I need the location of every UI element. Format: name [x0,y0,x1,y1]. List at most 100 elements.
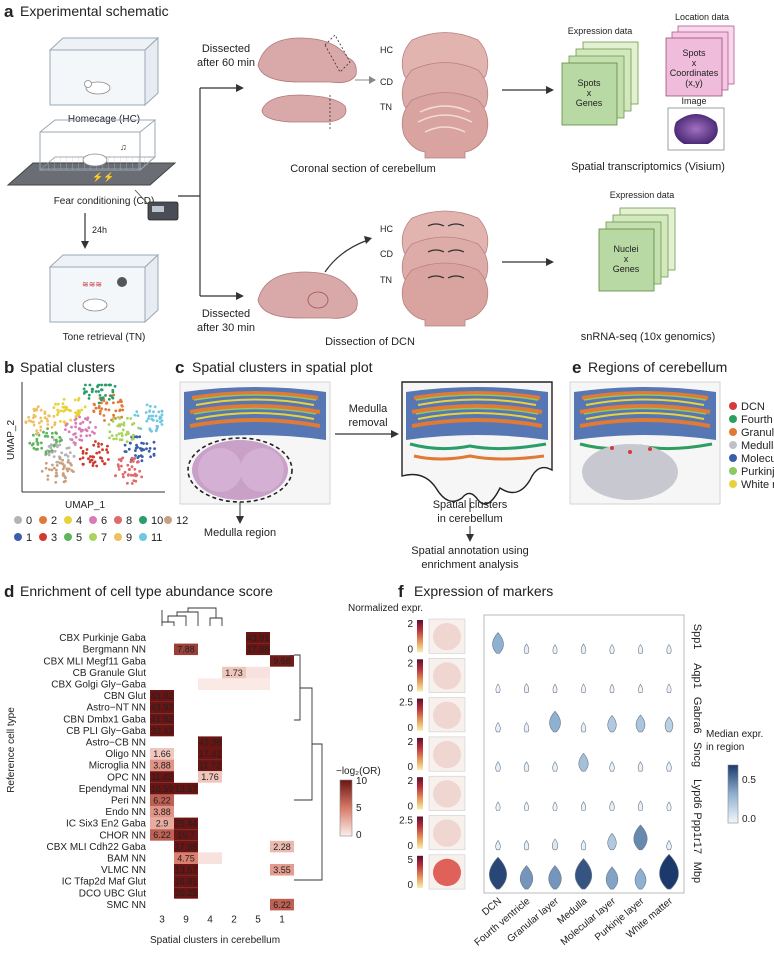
panel-b-title: Spatial clusters [20,359,115,375]
coronal-sections-bottom [401,210,489,327]
umap-point [136,414,140,417]
umap-point [59,461,62,465]
heatmap-cell [198,875,222,888]
umap-point [100,388,104,392]
umap-point [36,443,40,446]
umap-point [32,446,36,450]
umap-point [116,424,120,428]
heatmap-cell [174,724,198,737]
violin [633,824,648,851]
umap-point [35,429,39,433]
umap-point [126,463,130,467]
umap-point [46,427,49,430]
umap-point [52,466,56,470]
panel-d-letter: d [4,582,14,601]
umap-point [160,413,164,417]
violin [495,683,501,693]
tone-retrieval-illustration: ≋≋≋ [48,253,160,324]
heatmap-cell [222,771,246,783]
umap-point [100,398,103,402]
umap-point [74,425,77,429]
umap-point [64,428,67,431]
dissect60-line1: Dissected [202,43,250,55]
umap-point [106,451,110,454]
violin [609,761,615,772]
umap-point [127,468,131,471]
umap-point [145,447,148,451]
violin [609,643,615,654]
expr-tick-bottom: 0 [407,802,413,813]
heatmap-cell [198,806,222,818]
umap-point [97,442,100,445]
umap-point [138,469,142,473]
violin [552,683,558,693]
umap-point [110,434,114,437]
heatmap-cell [270,643,294,656]
heatmap-cell [222,736,246,748]
heatmap-cell [270,736,294,748]
violin [492,632,504,654]
umap-point [50,468,54,472]
umap-point [80,408,84,412]
legend-label: 11 [151,532,162,544]
heatmap-cell [174,690,198,702]
violin [605,866,619,890]
heatmap-cell [198,713,222,725]
umap-point [120,404,124,407]
violin [548,865,562,890]
heatmap-cell [174,666,198,679]
tone-label: Tone retrieval (TN) [63,332,146,343]
expr-tick-bottom: 0 [407,762,413,773]
umap-point [131,434,135,438]
heatmap-col-label: 5 [255,914,261,925]
tn-label-top: TN [380,102,392,112]
umap-point [55,432,58,435]
medulla-region-label: Medulla region [204,527,276,539]
heatmap-cell [174,852,198,864]
heatmap-cell [174,713,198,725]
umap-point [115,437,118,441]
heatmap-cell [198,759,222,772]
heatmap-cell-label: 17.88 [247,645,270,655]
heatmap-cell [222,806,246,818]
umap-point [44,466,48,470]
umap-point [112,401,115,405]
heatmap-cell [270,806,294,818]
heatmap-cell [198,852,222,864]
umap-point [74,435,78,439]
heatmap-cell-label: 1.76 [201,772,219,782]
violin [549,710,561,733]
heatmap-cell [174,759,198,772]
umap-point [60,451,64,455]
umap-point [36,405,40,408]
stimulator-icon [134,189,179,221]
heatmap-cell-label: 32.43 [151,726,174,736]
umap-point [61,467,65,471]
umap-point [32,423,36,427]
colorbar-tick-5: 5 [356,803,362,814]
heatmap-cell [174,898,198,911]
heatmap-cell [198,655,222,667]
annot-line1: Spatial annotation using [411,545,528,557]
violin [635,714,646,733]
umap-point [105,401,109,405]
umap-point [52,414,56,418]
umap-point [118,408,122,412]
dissect30-line2: after 30 min [197,322,255,334]
expr-tick-top: 2 [407,737,413,748]
umap-point [144,411,148,414]
panel-d-title: Enrichment of cell type abundance score [20,583,273,599]
expr-tick-top: 2 [407,619,413,630]
umap-point [82,392,86,395]
heatmap-cell [198,817,222,830]
heatmap-cell-label: 7.88 [177,645,195,655]
heatmap-cell-label: 9.68 [273,656,291,666]
median-tick-05: 0.5 [742,775,756,786]
region-label: DCN [741,401,765,413]
legend-label: 1 [26,532,32,544]
umap-point [67,446,71,450]
umap-point [50,431,54,435]
heatmap-cell [198,771,222,783]
panel-b: b Spatial clusters UMAP_2 UMAP_1 0123456… [4,358,188,544]
heatmap-cell-label: 11.42 [151,772,173,782]
